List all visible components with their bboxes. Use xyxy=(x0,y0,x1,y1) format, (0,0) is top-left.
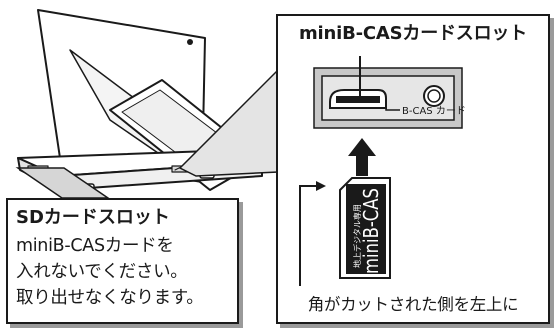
sd-card-slot-callout: SDカードスロット miniB-CASカードを 入れないでください。 取り出せな… xyxy=(6,198,239,324)
minib-cas-slot-title: miniB-CASカードスロット xyxy=(298,23,527,44)
card-text-main: miniB-CAS xyxy=(359,188,383,274)
sd-note-line-3: 取り出せなくなります。 xyxy=(16,288,204,308)
insertion-caption: 角がカットされた側を左上に xyxy=(307,295,519,314)
card-slot-closeup-icon: B-CAS カード miniB-CAS 地上デジタル専用 xyxy=(299,56,466,286)
card-text-sub: 地上デジタル専用 xyxy=(352,204,362,268)
insert-direction-arrow-icon xyxy=(348,138,376,176)
minib-cas-slot-panel: miniB-CASカードスロット B-CAS カード xyxy=(276,14,550,324)
minib-cas-card-icon: miniB-CAS 地上デジタル専用 xyxy=(339,177,391,279)
slot-label: B-CAS カード xyxy=(402,105,466,117)
sd-note-line-2: 入れないでください。 xyxy=(16,262,188,282)
sd-card-slot-title: SDカードスロット xyxy=(16,207,170,228)
cut-corner-pointer-icon xyxy=(299,185,316,286)
sd-note-line-1: miniB-CASカードを xyxy=(16,236,174,256)
